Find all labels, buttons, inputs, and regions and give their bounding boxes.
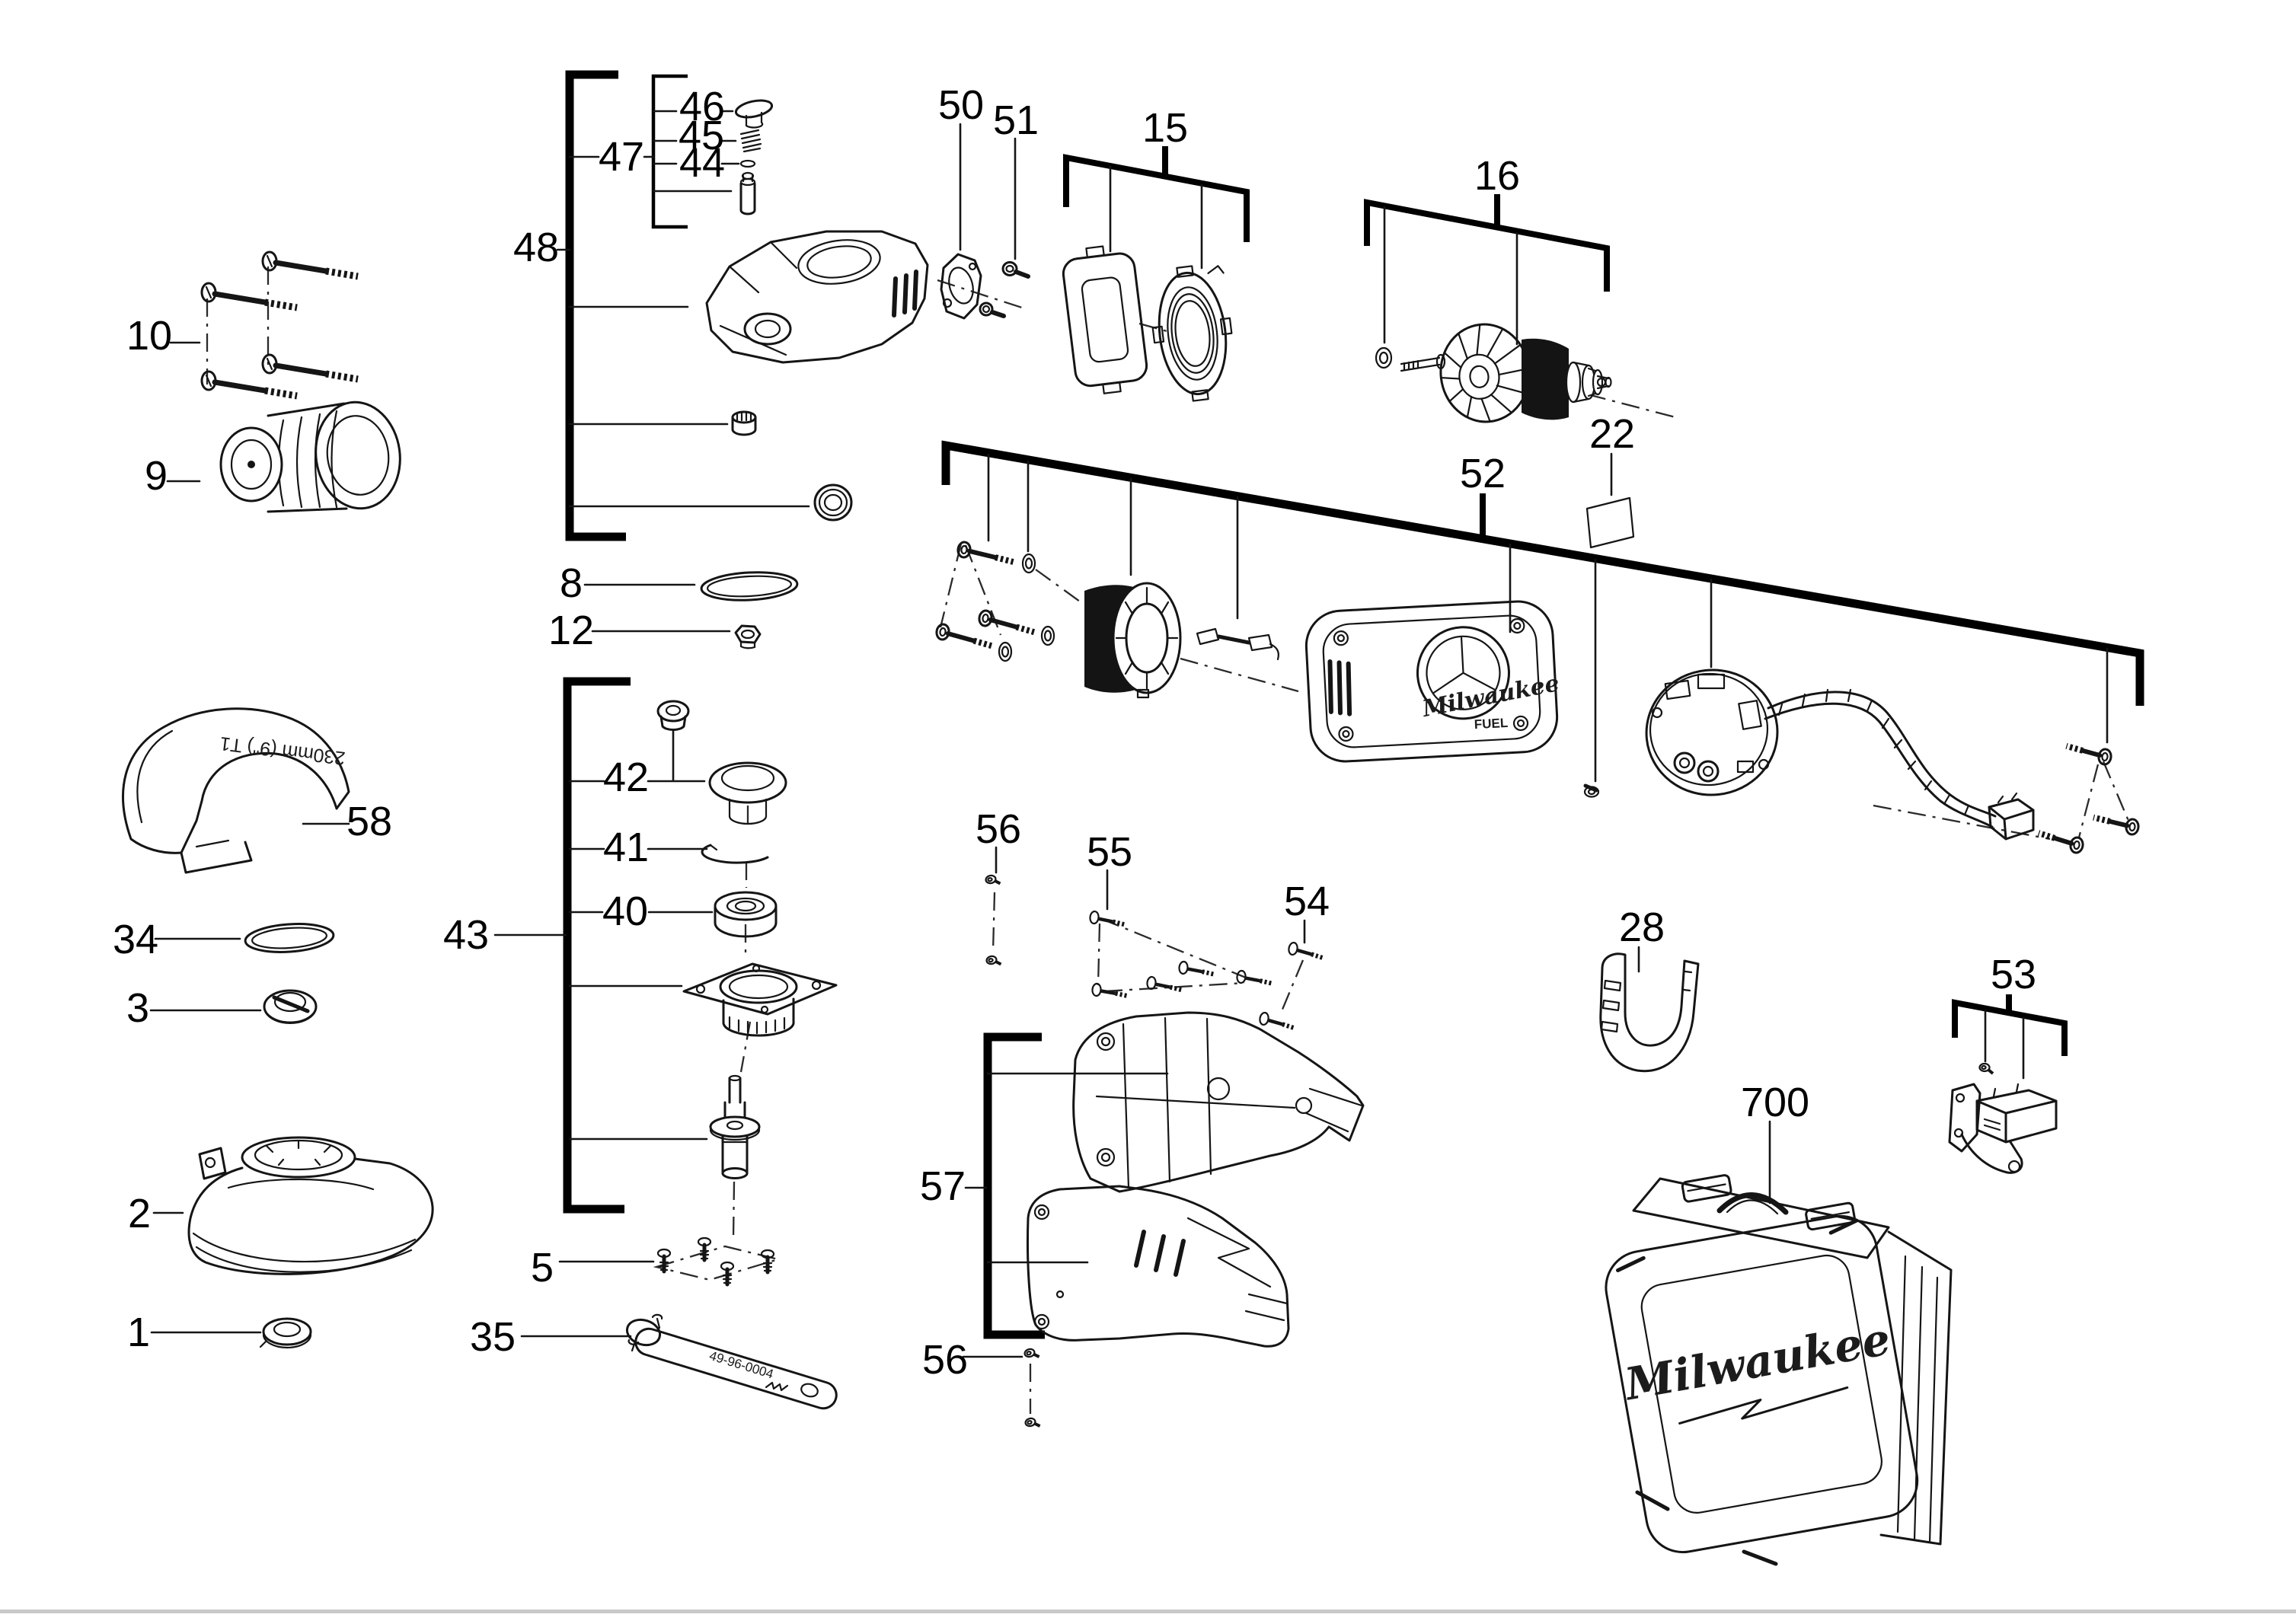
label-15: 15	[1142, 105, 1188, 151]
label-51: 51	[993, 97, 1039, 143]
part-54-screws	[1259, 942, 1324, 1030]
part-57-housing-half-outer	[1026, 1185, 1290, 1348]
part-52-electronics-module	[1645, 668, 1779, 796]
label-34: 34	[113, 917, 158, 962]
bracket-48	[556, 70, 810, 541]
label-10: 10	[126, 313, 172, 359]
label-43: 43	[443, 912, 489, 958]
guard-size-marking: 230mm (9") T1	[219, 732, 346, 769]
part-48-needle-bearing	[731, 410, 757, 436]
part-12-hex-nut	[734, 624, 762, 649]
footer-rule	[0, 1610, 2296, 1613]
bracket-52	[941, 440, 2144, 783]
part-53-switch-assembly	[1948, 1083, 2058, 1174]
label-56-lower: 56	[922, 1337, 968, 1383]
label-28: 28	[1619, 905, 1665, 950]
part-43-bevel-gear-flange	[682, 962, 838, 1037]
part-labels: 46 45 44 47 48 50 51 15 16 22 52 10 9 8 …	[113, 82, 2036, 1383]
label-46: 46	[679, 84, 725, 129]
part-22-sticker	[1585, 496, 1635, 549]
part-52-motor-screws	[936, 541, 1055, 662]
part-52-lead-wires	[1196, 627, 1279, 661]
part-700-carry-case: Milwaukee	[1605, 1174, 1953, 1566]
label-55: 55	[1087, 829, 1132, 875]
part-15-baffle-ring	[1062, 245, 1148, 394]
part-52-motor-housing: Milwaukee FUEL	[1304, 600, 1561, 763]
part-3-cover-disc	[263, 989, 318, 1025]
label-1: 1	[127, 1310, 150, 1355]
bracket-47	[643, 74, 740, 229]
part-45-spring	[739, 129, 762, 153]
part-16-armature	[1375, 323, 1612, 423]
label-700: 700	[1741, 1080, 1809, 1125]
part-2-guard	[187, 1136, 434, 1275]
label-5: 5	[531, 1245, 554, 1291]
part-48-ball-bearing	[813, 483, 853, 522]
part-9-spindle-hub	[219, 400, 401, 513]
part-15-retaining-ring	[1151, 265, 1233, 402]
case-logo-text: Milwaukee	[1620, 1313, 1894, 1410]
bracket-43	[493, 677, 714, 1214]
label-44: 44	[679, 140, 725, 186]
label-3: 3	[126, 985, 149, 1031]
label-50: 50	[938, 82, 984, 128]
part-28-clip	[1599, 952, 1700, 1073]
label-8: 8	[560, 560, 583, 606]
label-9: 9	[145, 453, 168, 499]
part-51-screws	[979, 261, 1030, 318]
part-50-gasket	[940, 253, 982, 320]
leader-lines	[149, 123, 1771, 1358]
part-10-handle-screws	[202, 252, 358, 396]
label-41: 41	[603, 825, 649, 870]
bracket-15	[1063, 146, 1250, 270]
label-2: 2	[128, 1191, 151, 1236]
part-34-o-ring	[244, 923, 335, 953]
part-8-o-ring	[700, 571, 799, 601]
part-5-screw-set	[653, 1238, 782, 1284]
part-1-flange-nut	[259, 1317, 312, 1349]
bracket-16	[1364, 194, 1610, 346]
label-12: 12	[548, 608, 594, 653]
part-52-rear-screws	[2036, 744, 2139, 853]
bracket-57	[964, 1032, 1169, 1339]
part-53-switch-screw	[1978, 1062, 1994, 1075]
label-35: 35	[470, 1314, 516, 1360]
part-58-wheel-guard: 230mm (9") T1	[122, 707, 350, 874]
part-48-gear-case	[705, 230, 929, 364]
label-52: 52	[1460, 451, 1506, 496]
part-41-snap-ring	[701, 844, 769, 864]
label-42: 42	[603, 755, 649, 800]
bracket-53	[1952, 994, 2068, 1080]
part-52-stator	[1084, 582, 1182, 699]
label-48: 48	[513, 225, 559, 270]
part-44-o-ring-small	[739, 159, 756, 168]
part-52-housing-screw	[1583, 783, 1600, 798]
part-43-spindle	[709, 1074, 761, 1179]
label-22: 22	[1589, 411, 1635, 457]
part-55-housing-screws	[1090, 911, 1273, 997]
part-42-gear	[708, 761, 787, 825]
part-56-lower-screws	[1022, 1345, 1042, 1431]
label-57: 57	[920, 1163, 966, 1209]
housing-model-text: FUEL	[1474, 716, 1508, 732]
label-45: 45	[679, 113, 724, 158]
label-16: 16	[1474, 153, 1520, 199]
label-47: 47	[599, 134, 644, 180]
part-57-housing-half-inner	[1072, 1011, 1365, 1193]
center-axis-lines	[206, 266, 2130, 1414]
part-46-lock-button	[734, 99, 774, 129]
part-56-upper-screws	[983, 872, 1003, 969]
part-47-lock-pin	[739, 171, 756, 215]
label-53: 53	[1991, 952, 2036, 997]
label-54: 54	[1284, 879, 1330, 924]
part-35-pin-spanner: 49-96-0004	[625, 1313, 838, 1410]
part-43-plug	[656, 700, 690, 731]
label-40: 40	[602, 889, 648, 934]
label-56-upper: 56	[976, 806, 1021, 852]
part-40-bearing	[714, 891, 778, 938]
part-52-power-cable	[1764, 688, 2035, 841]
label-58: 58	[346, 799, 392, 844]
